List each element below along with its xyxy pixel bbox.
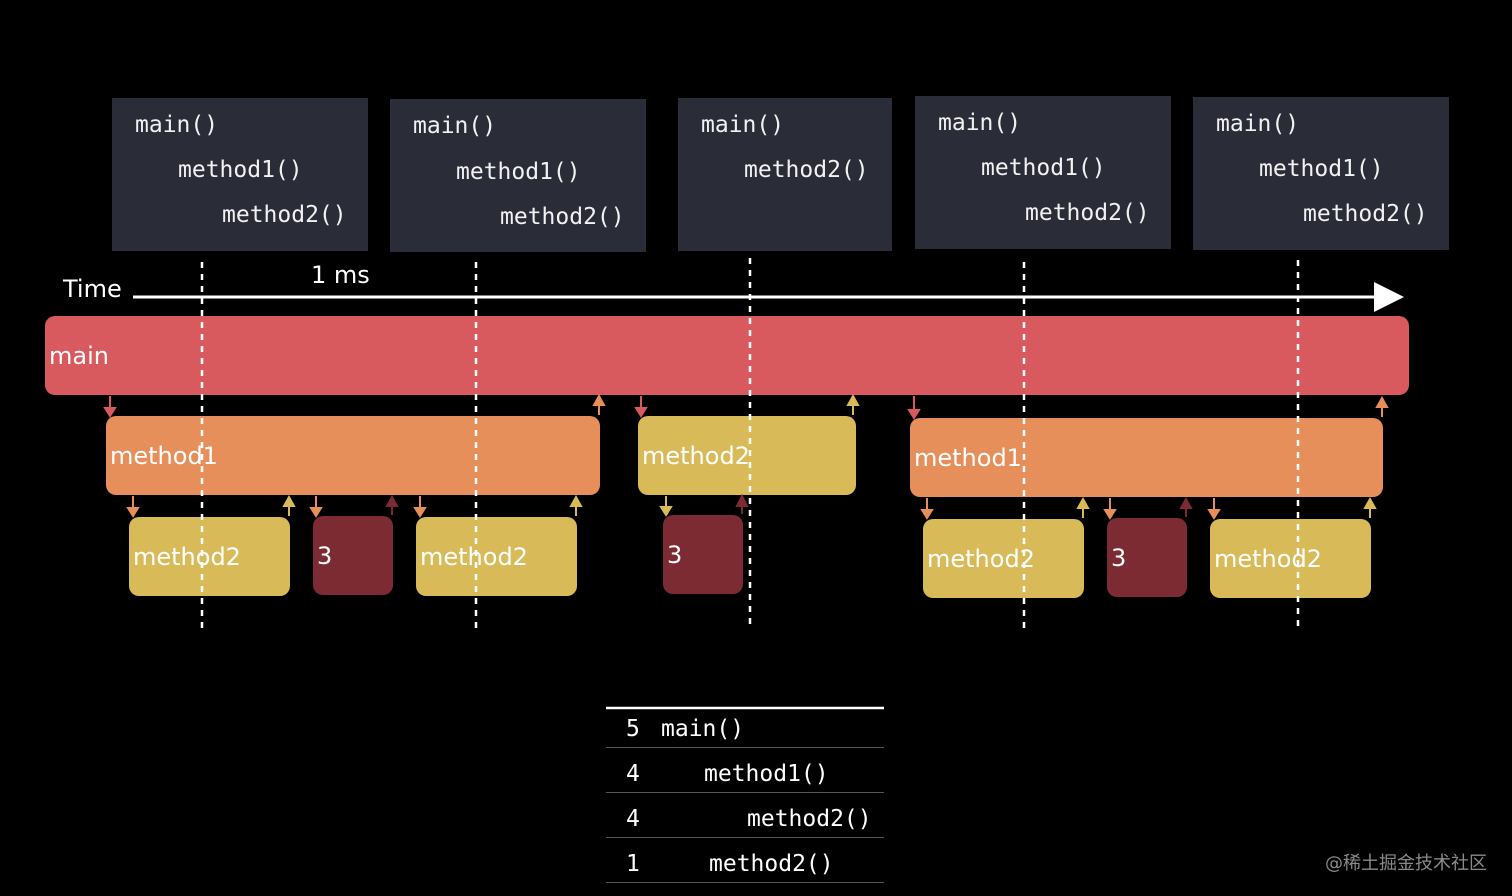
stack-line-method1: method1() <box>456 159 581 185</box>
table-row: 1 method2() <box>606 837 884 883</box>
call-arrow <box>907 396 921 420</box>
stack-line-main: main() <box>1216 111 1300 137</box>
stack-line-main: main() <box>135 112 219 138</box>
bar-3-b: 3 <box>663 515 743 594</box>
watermark: @稀土掘金技术社区 <box>1325 853 1487 874</box>
sample-count: 4 <box>626 761 640 787</box>
bar-main: main <box>45 316 1409 395</box>
interval-label: 1 ms <box>311 261 370 289</box>
sample-count: 5 <box>626 716 640 742</box>
stack-line-method2: method2() <box>1025 200 1150 226</box>
return-arrow <box>846 393 860 415</box>
stack-sample-1: main() method1() method2() <box>112 98 368 251</box>
stack-sample-5: main() method1() method2() <box>1193 97 1449 250</box>
bar-3-a: 3 <box>313 516 393 595</box>
return-arrow <box>735 493 749 514</box>
return-arrow <box>1363 496 1377 518</box>
return-arrow <box>592 393 606 415</box>
bar-method2-standalone: method2 <box>638 416 856 495</box>
call-arrow <box>126 496 140 518</box>
call-arrow <box>1103 498 1117 520</box>
stack-line-main: main() <box>413 113 497 139</box>
call-arrow <box>309 496 323 518</box>
function-name: method1() <box>704 761 829 787</box>
bar-method2-e: method2 <box>1210 519 1371 598</box>
sample-count: 1 <box>626 851 640 877</box>
stack-line-main: main() <box>938 110 1022 136</box>
time-label: Time <box>63 275 122 303</box>
call-arrow <box>1207 498 1221 520</box>
return-arrow <box>569 494 583 516</box>
function-name: main() <box>661 716 745 742</box>
return-arrow <box>1179 496 1193 517</box>
stack-line-method2: method2() <box>500 204 625 230</box>
table-row: 4 method1() <box>606 747 884 793</box>
stack-line-method1: method1() <box>178 157 303 183</box>
call-arrow <box>413 496 427 518</box>
bar-3-c: 3 <box>1107 518 1187 597</box>
stack-line-method2: method2() <box>744 157 869 183</box>
function-name: method2() <box>747 806 872 832</box>
bar-method2-b: method2 <box>416 517 577 596</box>
table-row: 5 main() <box>606 702 884 748</box>
sample-count: 4 <box>626 806 640 832</box>
bar-method1-b: method1 <box>910 418 1383 497</box>
return-arrow <box>1076 496 1090 518</box>
call-arrow <box>920 498 934 520</box>
call-arrow <box>103 396 117 418</box>
stack-sample-4: main() method1() method2() <box>915 96 1171 249</box>
return-arrow <box>1375 395 1389 417</box>
stack-line-method1: method1() <box>981 155 1106 181</box>
return-arrow <box>385 494 399 515</box>
stack-line-method1: method1() <box>1259 156 1384 182</box>
stack-line-method2: method2() <box>222 202 347 228</box>
bar-method2-d: method2 <box>923 519 1084 598</box>
function-name: method2() <box>709 851 834 877</box>
stack-sample-3: main() method2() <box>678 98 892 251</box>
call-arrow <box>659 496 673 517</box>
stack-line-main: main() <box>701 112 785 138</box>
table-row: 4 method2() <box>606 792 884 838</box>
stack-line-method2: method2() <box>1303 201 1428 227</box>
return-arrow <box>282 494 296 516</box>
call-arrow <box>634 396 648 418</box>
bar-method1-a: method1 <box>106 416 600 495</box>
stack-sample-2: main() method1() method2() <box>390 99 646 252</box>
bar-method2-a: method2 <box>129 517 290 596</box>
